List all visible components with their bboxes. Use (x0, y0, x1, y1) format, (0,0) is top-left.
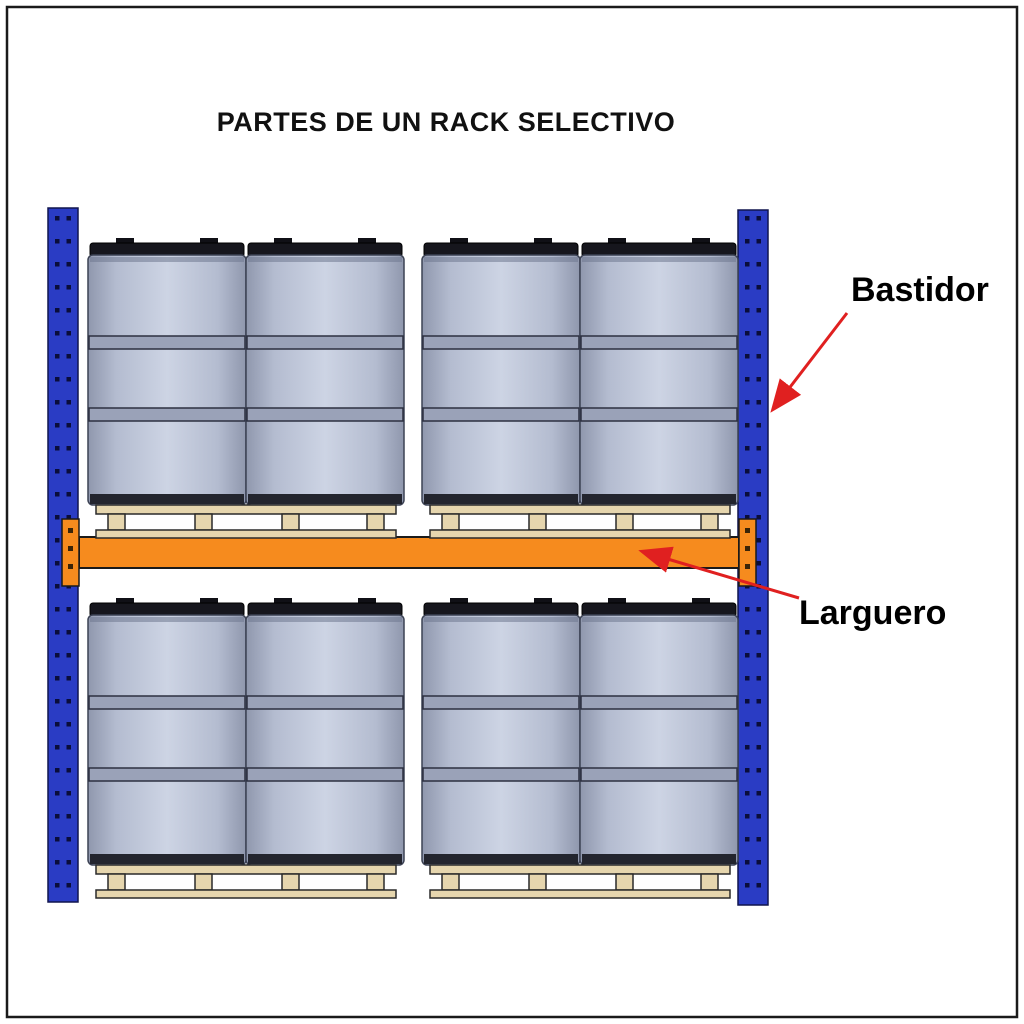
diagram-title: PARTES DE UN RACK SELECTIVO (217, 107, 676, 137)
pallet (429, 504, 731, 539)
bastidor-label: Bastidor (851, 271, 989, 309)
drum (421, 597, 581, 866)
diagram-border (5, 5, 1019, 1019)
beam-connector-left (61, 518, 80, 587)
pallet-load-top-left (87, 237, 405, 539)
pallet-load-top-right (421, 237, 739, 539)
bastidor-arrow (770, 312, 849, 413)
larguero-beam (78, 536, 740, 569)
beam-connector-right (738, 518, 757, 587)
drum (245, 237, 405, 506)
pallet (429, 864, 731, 899)
drum (421, 237, 581, 506)
drum (579, 237, 739, 506)
drum (87, 237, 247, 506)
drum (579, 597, 739, 866)
pallet (95, 504, 397, 539)
pallet-load-bottom-left (87, 597, 405, 899)
pallet (95, 864, 397, 899)
drum (87, 597, 247, 866)
drum (245, 597, 405, 866)
larguero-label: Larguero (799, 594, 946, 632)
larguero-arrow (638, 546, 800, 600)
pallet-load-bottom-right (421, 597, 739, 899)
